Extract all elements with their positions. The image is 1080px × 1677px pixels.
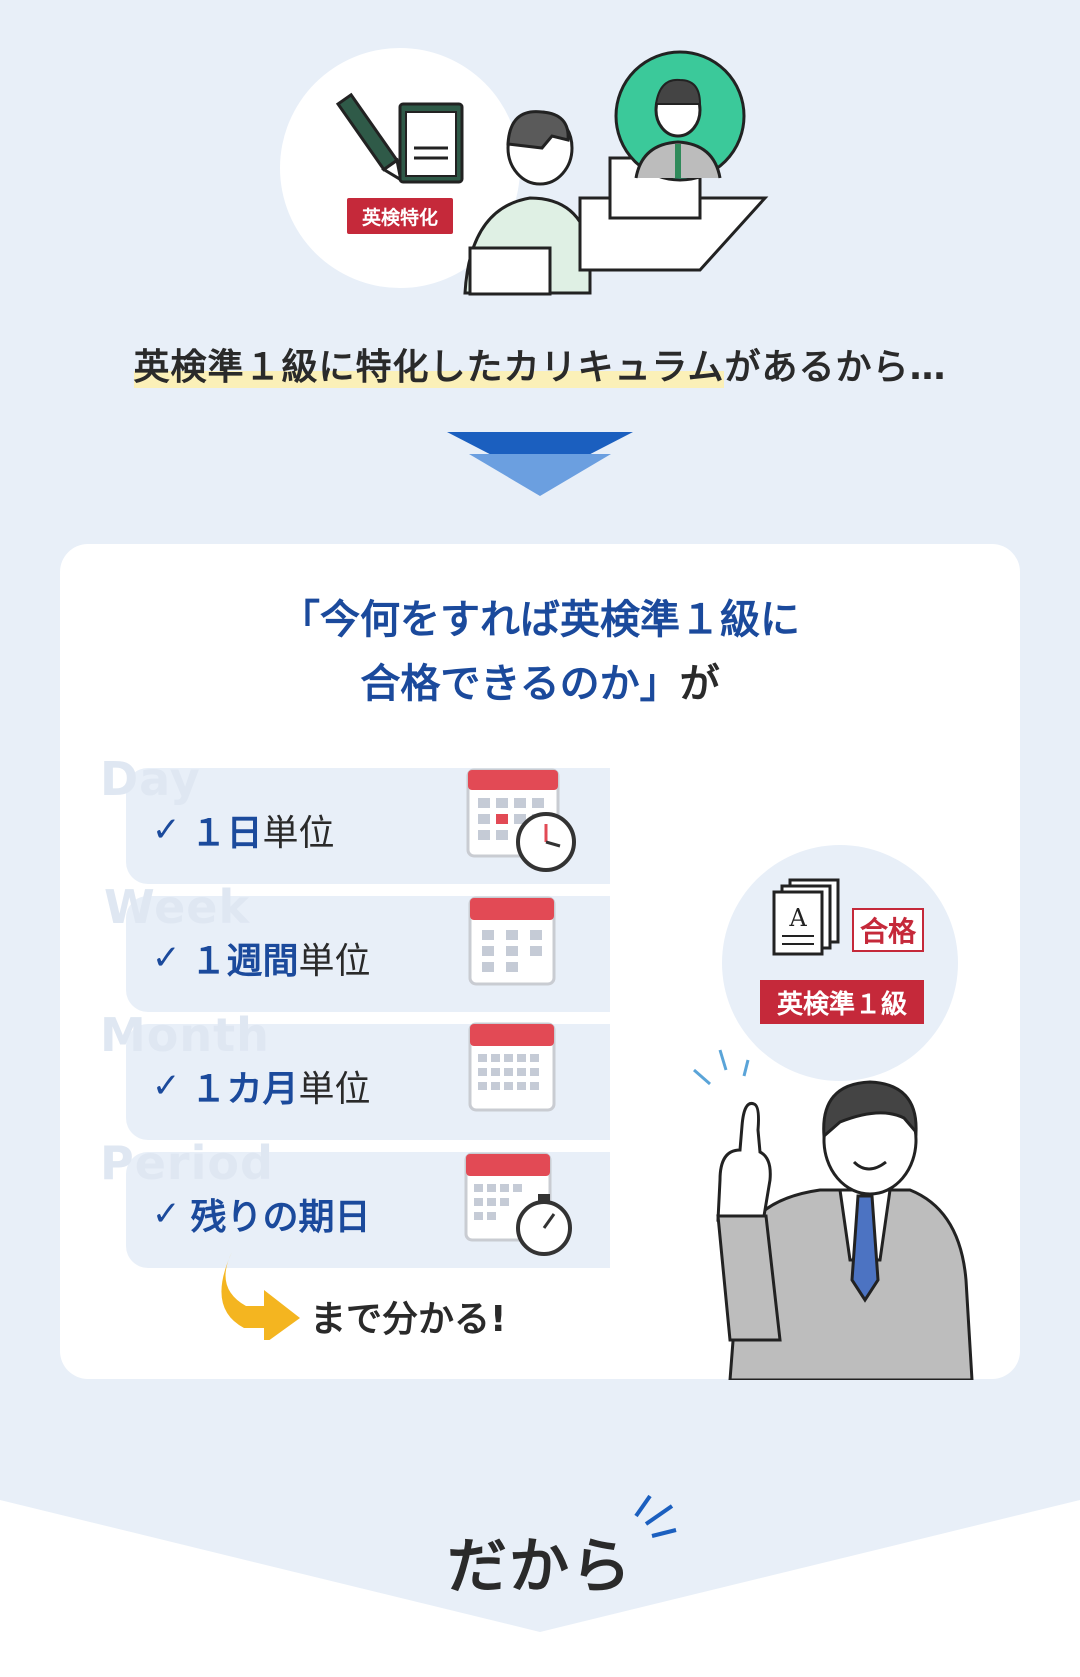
card-title-line2-blue: 合格できるのか」 [360,661,680,707]
row-day-plain: 単位 [262,813,335,854]
pass-circle [722,845,958,1081]
calendar-week-icon [468,896,556,986]
certificate-icon: A [772,878,840,956]
calendar-stopwatch-icon [464,1152,572,1256]
down-arrow-icon [447,432,633,496]
row-month-plain: 単位 [298,1069,371,1110]
row-month-en: Month [100,1008,270,1062]
calendar-clock-icon [466,768,576,872]
row-day-en: Day [100,752,201,806]
row-period-en: Period [100,1136,274,1190]
calendar-month-icon [468,1022,556,1112]
lead-rest: があるから… [724,347,947,388]
card-title-line1: 「今何をすれば英検準１級に [280,597,800,643]
row-week-plain: 単位 [298,941,371,982]
book-icon [398,102,464,184]
grade-badge: 英検準１級 [760,980,924,1024]
check-icon: ✓ [152,938,181,978]
pencil-icon [335,92,403,183]
bottom-note: まで分かる! [310,1299,507,1340]
hero-badge: 英検特化 [347,198,453,234]
sparkle-icon [693,1049,750,1086]
row-day-bold: １日 [190,813,263,854]
curved-arrow-icon [221,1252,300,1340]
row-period-label: ✓ 残りの期日 [152,1188,371,1240]
row-week-label: ✓ １週間 単位 [152,932,371,984]
check-icon: ✓ [152,1194,181,1234]
footer-text: だから [447,1532,633,1602]
student-figure [463,110,592,296]
check-icon: ✓ [152,1066,181,1106]
pass-tag: 合格 [852,908,924,952]
svg-text:A: A [788,904,807,932]
lead-text: 英検準１級に特化したカリキュラムがあるから… [0,338,1080,390]
card-title: 「今何をすれば英検準１級に 合格できるのか」が [60,588,1020,716]
study-illustration [335,50,769,296]
row-day-label: ✓ １日 単位 [152,804,335,856]
row-period-bold: 残りの期日 [190,1197,371,1238]
businessman-illustration [693,1049,974,1380]
check-icon: ✓ [152,810,181,850]
card-title-line2: 合格できるのか」が [60,652,1020,716]
row-week-bold: １週間 [190,941,299,982]
row-week-en: Week [104,880,251,934]
emphasis-lines-icon [634,1494,677,1538]
lead-highlight: 英検準１級に特化したカリキュラム [133,347,725,388]
row-month-label: ✓ １カ月 単位 [152,1060,371,1112]
row-month-bold: １カ月 [190,1069,299,1110]
card-title-line2-dark: が [679,661,720,707]
